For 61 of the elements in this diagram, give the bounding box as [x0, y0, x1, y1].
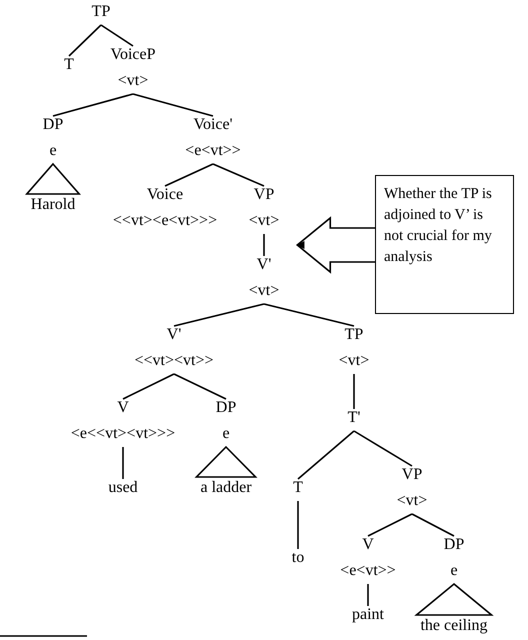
- tree-branch: [368, 513, 412, 537]
- tree-branch: [212, 163, 264, 187]
- triangle-connector: [194, 446, 258, 478]
- tree-branch: [122, 373, 174, 400]
- tree-branch: [264, 303, 354, 327]
- tree-branch: [412, 513, 454, 537]
- type-label: e: [449, 561, 459, 581]
- type-label: <vt>: [248, 211, 280, 231]
- tree-branch: [367, 584, 369, 606]
- type-label: e: [221, 424, 231, 444]
- node-label: V': [166, 325, 182, 345]
- tree-branch: [132, 93, 214, 117]
- tree-branch: [68, 24, 102, 57]
- tree-branch: [174, 303, 264, 327]
- node-label: V: [361, 535, 375, 555]
- triangle-connector: [414, 582, 494, 616]
- type-label: <<vt><vt>>: [134, 351, 214, 371]
- tree-branch: [297, 501, 299, 549]
- node-label: the ceiling: [420, 616, 488, 636]
- node-label: DP: [444, 535, 464, 555]
- type-label: <vt>: [248, 281, 280, 301]
- type-label: <vt>: [116, 71, 150, 91]
- node-label: V': [256, 255, 272, 275]
- node-label: DP: [42, 115, 64, 135]
- tree-branch: [164, 163, 214, 187]
- node-label: used: [108, 478, 138, 498]
- node-label: VP: [252, 185, 276, 205]
- node-label: a ladder: [200, 478, 252, 498]
- type-label: <e<vt>>: [185, 141, 241, 161]
- node-label: TP: [344, 325, 364, 345]
- type-label: <e<<vt><vt>>>: [70, 424, 176, 444]
- node-label: to: [292, 548, 304, 568]
- tree-branch: [297, 430, 355, 480]
- type-label: <vt>: [338, 351, 370, 371]
- tree-branch: [100, 24, 134, 47]
- callout-box: [375, 175, 514, 314]
- tree-branch: [263, 234, 265, 256]
- triangle-connector: [25, 162, 81, 195]
- type-label: <<vt><e<vt>>>: [112, 211, 218, 231]
- node-label: TP: [92, 2, 110, 22]
- type-label: e: [48, 141, 58, 161]
- type-label: <e<vt>>: [340, 561, 396, 581]
- node-label: T: [64, 55, 74, 75]
- node-label: DP: [216, 398, 236, 418]
- tree-branch: [52, 93, 134, 117]
- node-label: paint: [352, 605, 384, 625]
- node-label: Harold: [30, 195, 76, 215]
- node-label: V: [116, 398, 130, 418]
- type-label: <vt>: [396, 491, 428, 511]
- tree-branch: [353, 374, 355, 409]
- node-label: VP: [400, 465, 424, 485]
- tree-branch: [174, 373, 226, 400]
- node-label: T': [348, 408, 360, 428]
- tree-branch: [122, 447, 124, 479]
- node-label: Voice: [146, 185, 184, 205]
- callout-text: Whether the TP is adjoined to V’ is not crucial for my analysis: [384, 186, 492, 265]
- block-arrow: [296, 216, 376, 274]
- tree-branch: [354, 430, 412, 467]
- node-label: VoiceP: [110, 45, 156, 65]
- node-label: Voice': [192, 115, 234, 135]
- node-label: T: [293, 478, 303, 498]
